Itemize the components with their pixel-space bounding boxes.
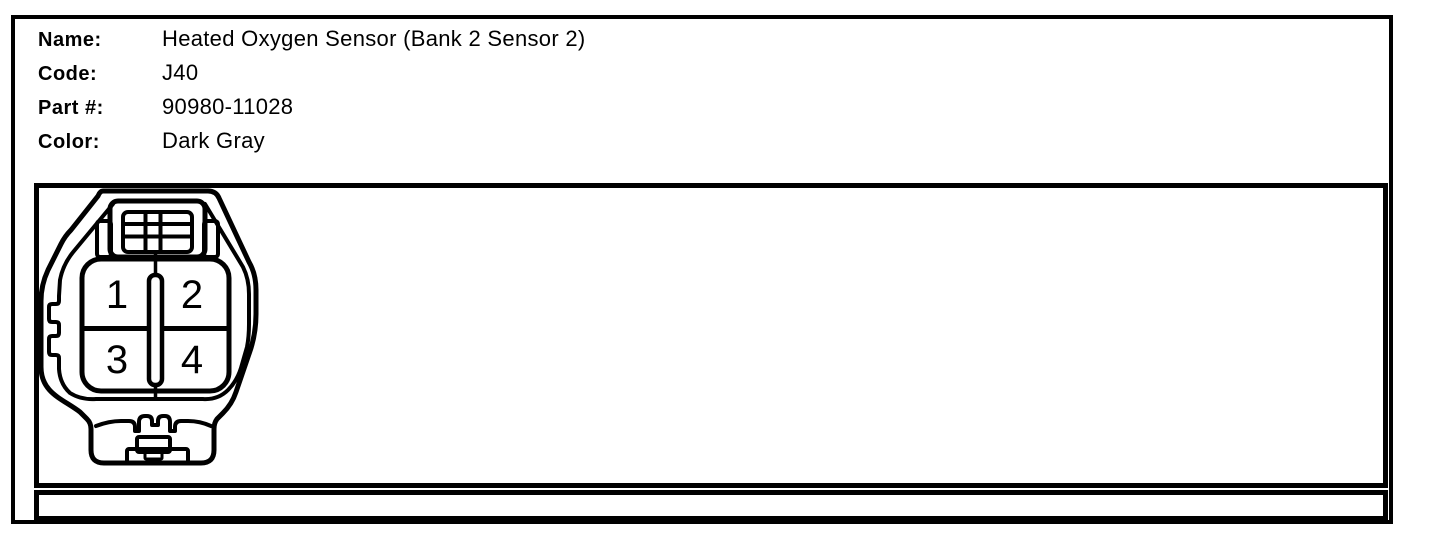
latch-grid <box>121 210 194 254</box>
pin-2-label: 2 <box>181 273 203 317</box>
field-label-part-number: Part #: <box>38 97 104 119</box>
field-row-code: Code: J40 <box>38 56 586 90</box>
pin-3-label: 3 <box>106 338 128 382</box>
field-row-name: Name: Heated Oxygen Sensor (Bank 2 Senso… <box>38 22 586 56</box>
connector-pinout-diagram: 1 2 3 4 <box>38 188 259 466</box>
field-label-name: Name: <box>38 29 102 51</box>
field-label-color: Color: <box>38 131 100 153</box>
footer-strip <box>34 490 1388 521</box>
page-border <box>11 15 1393 524</box>
pin-1-label: 1 <box>106 273 128 317</box>
field-value-code: J40 <box>162 60 199 85</box>
tab-inner-slot <box>143 450 164 461</box>
tab-notched-edge <box>94 414 213 433</box>
header-fields: Name: Heated Oxygen Sensor (Bank 2 Senso… <box>38 22 586 158</box>
field-row-color: Color: Dark Gray <box>38 124 586 158</box>
pin-4-label: 4 <box>181 338 203 382</box>
field-row-part-number: Part #: 90980-11028 <box>38 90 586 124</box>
tab-inner-rect-wide <box>125 447 190 465</box>
field-value-part-number: 90980-11028 <box>162 94 294 119</box>
connector-inner-outline <box>47 202 251 402</box>
field-value-color: Dark Gray <box>162 128 265 153</box>
center-keyway <box>146 272 165 388</box>
field-value-name: Heated Oxygen Sensor (Bank 2 Sensor 2) <box>162 26 586 51</box>
connector-diagram-box <box>34 183 1388 488</box>
field-label-code: Code: <box>38 63 98 85</box>
